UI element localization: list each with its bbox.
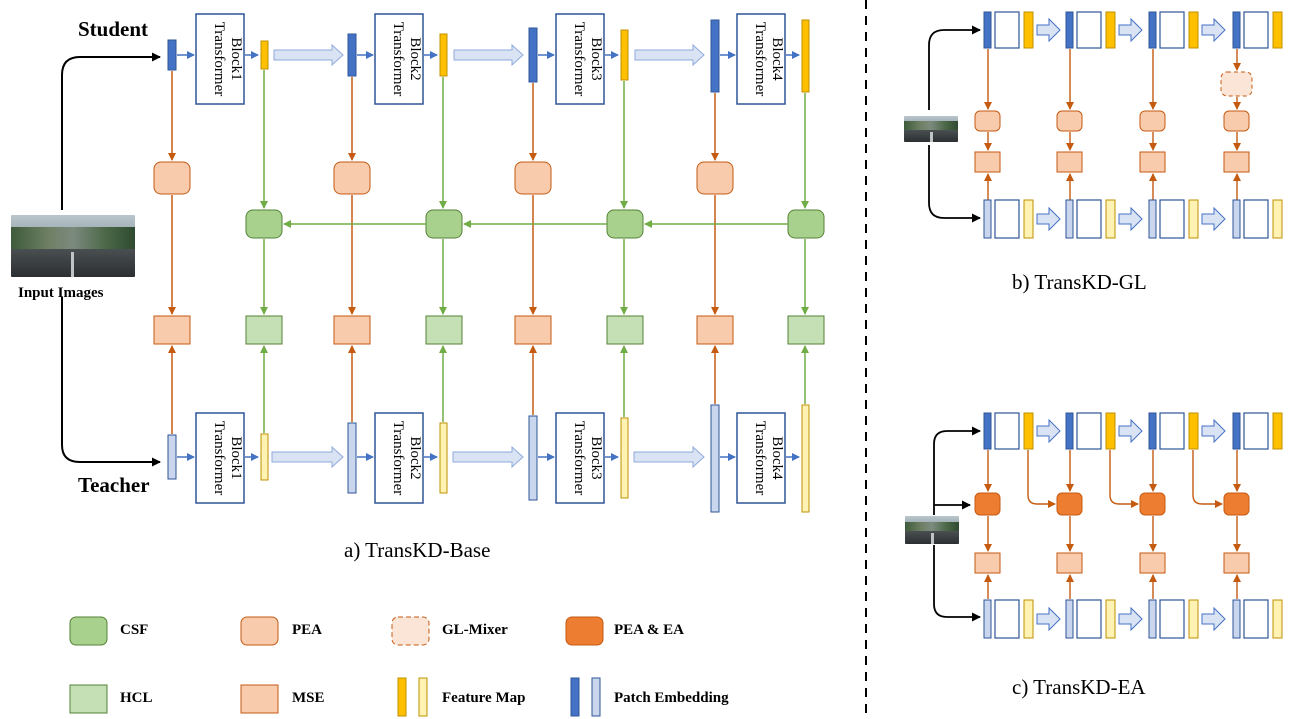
student-feature-map-4 <box>801 19 810 93</box>
student-block-3-line1: Transformer <box>571 22 587 96</box>
teacher-transformer-block-4 <box>736 412 786 504</box>
transkd-ea-diagram <box>933 412 1283 639</box>
teacher-patch-embedding-4 <box>710 404 720 513</box>
legend-feature-map-label: Feature Map <box>442 690 526 706</box>
teacher-feature-map-4 <box>801 404 810 513</box>
teacher-block-3-line2: Block3 <box>588 436 604 479</box>
legend-hcl-swatch <box>69 684 108 714</box>
legend-mse-label: MSE <box>292 690 325 706</box>
input-image-gl <box>904 116 958 142</box>
legend-pea-ea-swatch <box>565 616 604 646</box>
student-patch-embedding-2 <box>347 33 357 77</box>
student-transformer-block-2 <box>374 13 424 105</box>
legend-pea-ea-label: PEA & EA <box>614 622 685 638</box>
legend-pea-swatch <box>240 616 279 646</box>
student-patch-embedding-4 <box>710 19 720 93</box>
student-block-4-line1: Transformer <box>752 22 768 96</box>
mse-box-4 <box>696 315 734 345</box>
legend-mse-swatch <box>240 684 279 714</box>
pea-box-1 <box>153 161 191 195</box>
pea-box-4 <box>696 161 734 195</box>
teacher-transformer-block-3 <box>555 412 605 504</box>
student-block-1-line1: Transformer <box>211 22 227 96</box>
legend-gl-mixer-label: GL-Mixer <box>442 622 508 638</box>
teacher-block-2-line1: Transformer <box>390 421 406 495</box>
legend-gl-mixer-swatch <box>391 616 430 646</box>
student-feature-map-3 <box>620 29 629 81</box>
teacher-transition-arrow-2 <box>452 445 524 469</box>
teacher-block-1-line2: Block1 <box>228 436 244 479</box>
student-patch-embedding-3 <box>528 27 538 83</box>
teacher-transformer-block-1 <box>195 412 245 504</box>
student-feature-map-1 <box>260 40 269 70</box>
student-feature-map-2 <box>439 33 448 77</box>
caption-transkd-ea: c) TransKD-EA <box>1012 675 1146 699</box>
student-transition-arrow-1 <box>273 43 344 67</box>
student-patch-embedding-1 <box>167 39 177 71</box>
student-transition-arrow-2 <box>453 43 524 67</box>
teacher-block-4-line1: Transformer <box>752 421 768 495</box>
input-image <box>11 215 135 277</box>
teacher-block-1-line1: Transformer <box>211 421 227 495</box>
legend-csf-label: CSF <box>120 622 149 638</box>
hcl-box-1 <box>245 315 283 345</box>
teacher-block-2-line2: Block2 <box>407 436 423 479</box>
input-to-teacher-arrow <box>61 297 161 467</box>
legend-pea-label: PEA <box>292 622 322 638</box>
student-block-2-line2: Block2 <box>407 37 423 80</box>
teacher-block-3-line1: Transformer <box>571 421 587 495</box>
teacher-transformer-block-2 <box>374 412 424 504</box>
legend-feature-map-student-swatch <box>397 677 407 717</box>
input-images-label: Input Images <box>18 285 104 301</box>
legend <box>69 616 604 717</box>
teacher-transition-arrow-1 <box>271 445 344 469</box>
teacher-label: Teacher <box>78 473 150 497</box>
student-block-3-line2: Block3 <box>588 37 604 80</box>
student-transition-arrow-3 <box>634 43 705 67</box>
legend-csf-swatch <box>69 616 108 646</box>
legend-hcl-label: HCL <box>120 690 153 706</box>
pea-box-2 <box>333 161 371 195</box>
teacher-patch-embedding-3 <box>528 415 538 501</box>
student-transformer-block-1 <box>195 13 245 105</box>
csf-box-3 <box>606 209 644 239</box>
teacher-patch-embedding-2 <box>347 422 357 494</box>
input-image-ea <box>905 516 959 544</box>
mse-box-3 <box>514 315 552 345</box>
teacher-feature-map-3 <box>620 417 629 499</box>
hcl-box-3 <box>606 315 644 345</box>
legend-patch-embedding-teacher-swatch <box>591 677 601 717</box>
student-block-2-line1: Transformer <box>390 22 406 96</box>
student-block-4-line2: Block4 <box>769 37 785 81</box>
student-transformer-block-4 <box>736 13 786 105</box>
teacher-feature-map-1 <box>260 433 269 481</box>
student-block-1-line2: Block1 <box>228 37 244 80</box>
hcl-box-2 <box>425 315 463 345</box>
teacher-patch-embedding-1 <box>167 434 177 480</box>
teacher-block-4-line2: Block4 <box>769 436 785 480</box>
legend-patch-embedding-student-swatch <box>570 677 580 717</box>
student-label: Student <box>78 17 149 41</box>
mse-box-1 <box>153 315 191 345</box>
transkd-base-diagram: Transformer Block1 Transformer Block2 Tr… <box>61 13 825 513</box>
csf-box-2 <box>425 209 463 239</box>
input-to-student-arrow <box>61 52 161 210</box>
csf-box-4 <box>787 209 825 239</box>
transkd-gl-diagram <box>928 11 1283 239</box>
caption-transkd-base: a) TransKD-Base <box>344 538 491 562</box>
hcl-box-4 <box>787 315 825 345</box>
legend-patch-embedding-label: Patch Embedding <box>614 690 729 706</box>
csf-box-1 <box>245 209 283 239</box>
caption-transkd-gl: b) TransKD-GL <box>1012 270 1147 294</box>
pea-box-3 <box>514 161 552 195</box>
teacher-transition-arrow-3 <box>633 445 705 469</box>
student-transformer-block-3 <box>555 13 605 105</box>
legend-feature-map-teacher-swatch <box>418 677 428 717</box>
mse-box-2 <box>333 315 371 345</box>
teacher-feature-map-2 <box>439 422 448 494</box>
